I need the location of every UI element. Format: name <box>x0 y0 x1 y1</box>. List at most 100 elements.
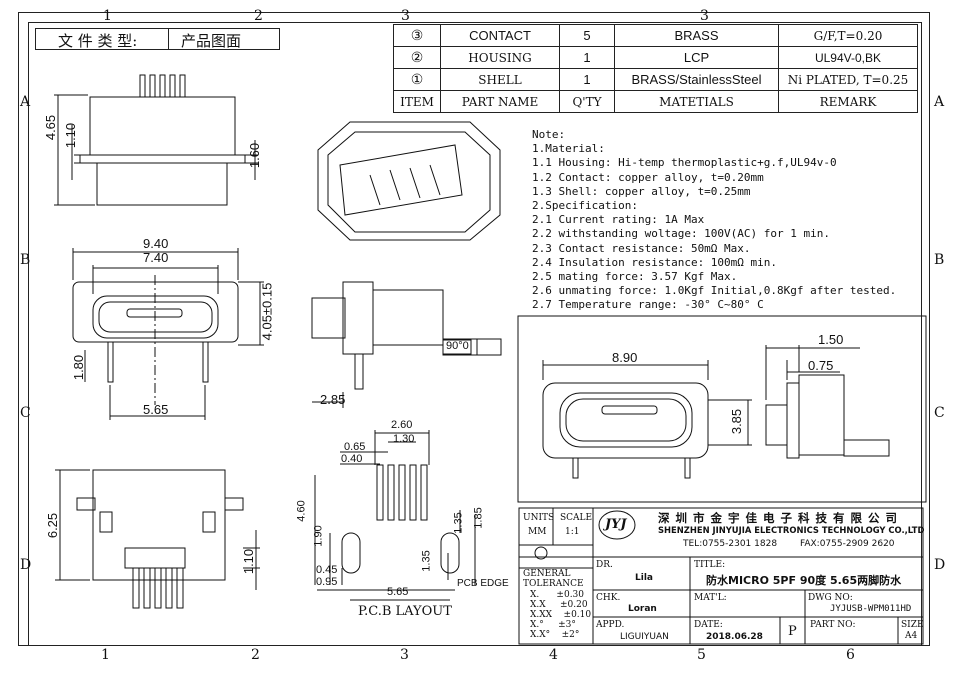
dim-detail-075: 0.75 <box>808 358 834 373</box>
size-label: SIZE <box>901 620 924 630</box>
tolerance-item: X.° ±3° <box>530 620 576 630</box>
dim-pcb-135a: 1.35 <box>452 512 465 534</box>
bom-header-qty: Q'TY <box>559 90 615 113</box>
dim-side-110: 1.10 <box>63 122 79 149</box>
dim-bottom-625: 6.25 <box>45 512 61 539</box>
zone-top-2: 2 <box>254 8 263 24</box>
appd-label: APPD. <box>596 620 625 630</box>
dim-pcb-065: 0.65 <box>344 441 366 453</box>
title-value: 防水MICRO 5PF 90度 5.65两脚防水 <box>706 574 902 587</box>
drawing-inner-border <box>28 22 922 646</box>
bom-part: CONTACT <box>440 24 560 47</box>
dim-pcb-130: 1.30 <box>393 433 415 445</box>
zone-bottom-1: 1 <box>101 647 110 663</box>
zone-row-d-right: D <box>934 557 946 573</box>
dim-front-180: 1.80 <box>71 354 87 381</box>
bom-table: ③ CONTACT 5 BRASS G/F,T=0.20 ② HOUSING 1… <box>393 24 918 113</box>
dim-pcb-095: 0.95 <box>316 576 338 588</box>
file-type-value: 产品图面 <box>181 32 242 50</box>
note-line: 1.Material: <box>532 142 605 156</box>
note-line: Note: <box>532 128 566 141</box>
zone-top-1: 1 <box>103 8 112 24</box>
pcb-layout-view <box>314 430 476 601</box>
bottom-view <box>55 469 260 609</box>
p-label: P <box>788 624 797 639</box>
zone-row-b-right: B <box>934 252 945 268</box>
scale-value: 1:1 <box>565 527 580 537</box>
dim-side-160: 1.60 <box>247 142 263 169</box>
bom-header-remark: REMARK <box>778 90 918 113</box>
note-line: 2.1 Current rating: 1A Max <box>532 213 705 227</box>
company-fax: FAX:0755-2909 2620 <box>800 539 895 549</box>
zone-row-c-right: C <box>934 405 945 421</box>
side-view <box>54 74 258 206</box>
note-line: 2.7 Temperature range: -30° C~80° C <box>532 298 764 312</box>
dim-angle: 90°0 <box>446 340 469 352</box>
zone-row-a-right: A <box>934 94 945 110</box>
file-type-box: 文 件 类 型: 产品图面 <box>35 28 280 50</box>
tolerance-label: GENERAL TOLERANCE <box>523 569 584 589</box>
zone-top-3: 3 <box>401 8 410 24</box>
company-name-cn: 深 圳 市 金 宇 佳 电 子 科 技 有 限 公 司 <box>658 511 899 525</box>
title-block <box>518 507 924 645</box>
dr-label: DR. <box>596 560 613 570</box>
units-label: UNITS <box>523 513 555 523</box>
part-label: PART NO: <box>810 620 856 630</box>
bom-row: ③ CONTACT 5 BRASS G/F,T=0.20 <box>393 24 918 47</box>
dim-pcb-185: 1.85 <box>472 507 485 529</box>
zone-bottom-3: 3 <box>400 647 409 663</box>
dwg-label: DWG NO: <box>808 593 853 603</box>
bom-header-material: MATETIALS <box>614 90 779 113</box>
note-line: 1.1 Housing: Hi-temp thermoplastic+g.f,U… <box>532 156 837 170</box>
dim-pcb-040: 0.40 <box>341 453 363 465</box>
bom-remark: Ni PLATED, T=0.25 <box>778 68 918 91</box>
chk-label: CHK. <box>596 593 621 603</box>
matl-label: MAT'L: <box>694 593 727 603</box>
zone-top-4: 3 <box>700 8 709 24</box>
dim-front-740: 7.40 <box>143 250 169 265</box>
note-line: 1.3 Shell: copper alloy, t=0.25mm <box>532 184 751 198</box>
bom-header-row: ITEM PART NAME Q'TY MATETIALS REMARK <box>393 90 918 113</box>
dim-side-465: 4.65 <box>43 114 59 141</box>
dwg-value: JYJUSB-WPM011HD <box>830 604 912 614</box>
company-tel: TEL:0755-2301 1828 <box>683 539 778 549</box>
zone-row-b: B <box>20 252 31 268</box>
date-value: 2018.06.28 <box>706 632 763 642</box>
bom-item: ③ <box>393 24 441 47</box>
tolerance-item: X. ±0.30 <box>530 590 585 600</box>
bom-header-item: ITEM <box>393 90 441 113</box>
pcb-edge-label: PCB EDGE <box>457 578 509 589</box>
dim-pcb-135b: 1.35 <box>420 550 433 572</box>
units-value: MM <box>528 527 547 537</box>
tolerance-item: X.X ±0.20 <box>530 600 588 610</box>
zone-bottom-5: 5 <box>697 647 706 663</box>
chk-value: Loran <box>628 604 657 614</box>
note-line: 2.4 Insulation resistance: 100mΩ min. <box>532 255 778 269</box>
note-line: 2.3 Contact resistance: 50mΩ Max. <box>532 241 751 255</box>
dim-side2-285: 2.85 <box>320 392 346 407</box>
isometric-view <box>317 121 501 241</box>
company-name-en: SHENZHEN JINYUJIA ELECTRONICS TECHNOLOGY… <box>658 525 925 535</box>
date-label: DATE: <box>694 620 723 630</box>
note-line: 2.2 withstanding woltage: 100V(AC) for 1… <box>532 227 831 241</box>
dim-front-405: 4.05±0.15 <box>259 282 275 341</box>
dim-pcb-190: 1.90 <box>312 525 325 547</box>
zone-bottom-2: 2 <box>251 647 260 663</box>
dim-pcb-045: 0.45 <box>316 564 338 576</box>
title-label: TITLE: <box>694 560 726 570</box>
dim-detail-385: 3.85 <box>729 408 745 435</box>
note-line: 2.5 mating force: 3.57 Kgf Max. <box>532 270 738 283</box>
zone-row-d: D <box>20 557 32 573</box>
dim-front-940: 9.40 <box>143 236 169 251</box>
pcb-layout-title: P.C.B LAYOUT <box>358 604 452 619</box>
note-line: 2.6 unmating force: 1.0Kgf Initial,0.8Kg… <box>532 284 897 298</box>
front-view <box>72 248 264 420</box>
size-value: A4 <box>905 631 918 641</box>
company-logo: JYJ <box>605 517 627 532</box>
bom-remark: G/F,T=0.20 <box>778 24 918 47</box>
dim-detail-150: 1.50 <box>818 332 844 347</box>
note-line: 2.Specification: <box>532 199 638 212</box>
tolerance-item: X.XX ±0.10 <box>530 610 592 620</box>
zone-row-a: A <box>20 94 31 110</box>
